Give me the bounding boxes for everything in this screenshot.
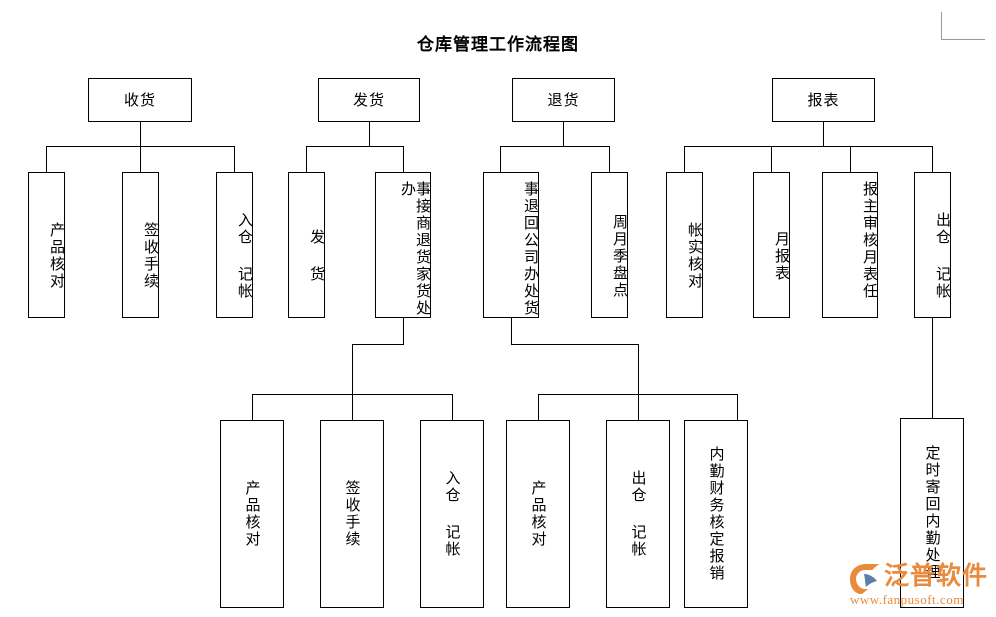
node-receiving-check[interactable]: 产品核对 bbox=[28, 172, 66, 318]
connector-shipping-stem bbox=[369, 122, 370, 146]
node-reports-approval[interactable]: 报主审核月表任 bbox=[822, 172, 879, 318]
node-label: 签收手续 bbox=[142, 222, 160, 290]
node-cr-check[interactable]: 产品核对 bbox=[506, 420, 570, 608]
node-label: 产品核对 bbox=[529, 480, 548, 548]
connector-mr-drop-1 bbox=[252, 394, 253, 420]
connector-mr-drop-3 bbox=[452, 394, 453, 420]
connector-returns-drop-2 bbox=[609, 146, 610, 172]
node-label: 定时寄回内勤处理 bbox=[923, 445, 942, 581]
connector-receiving-drop-2 bbox=[140, 146, 141, 172]
node-rm-mail[interactable]: 定时寄回内勤处理 bbox=[900, 418, 964, 608]
connector-reports-drop-4 bbox=[932, 146, 933, 172]
node-mr-instore[interactable]: 入仓 记帐 bbox=[420, 420, 484, 608]
node-shipping-merchant-return[interactable]: 事接商退货家货处办 bbox=[375, 172, 432, 318]
node-label: 报主审核月表任 bbox=[861, 181, 879, 300]
connector-shipping-bus bbox=[306, 146, 404, 147]
node-label: 出仓 记帐 bbox=[934, 212, 952, 300]
node-label: 事退回公司办处货 bbox=[522, 181, 540, 317]
page-title: 仓库管理工作流程图 bbox=[417, 35, 579, 55]
node-receiving-instore[interactable]: 入仓 记帐 bbox=[216, 172, 254, 318]
node-label: 发 货 bbox=[308, 229, 326, 283]
node-reports-reconcile[interactable]: 帐实核对 bbox=[666, 172, 704, 318]
node-receiving[interactable]: 收货 bbox=[88, 78, 192, 122]
node-label: 事接商退货家货处办 bbox=[399, 181, 432, 317]
connector-shipping-drop-2 bbox=[403, 146, 404, 172]
node-label: 出仓 记帐 bbox=[629, 470, 648, 558]
node-returns-to-company[interactable]: 事退回公司办处货 bbox=[483, 172, 540, 318]
node-label: 内勤财务核定报销 bbox=[707, 446, 726, 582]
connector-receiving-drop-1 bbox=[46, 146, 47, 172]
node-label: 帐实核对 bbox=[686, 222, 704, 290]
connector-reports-drop-2 bbox=[771, 146, 772, 172]
connector-receiving-stem bbox=[140, 122, 141, 146]
connector-shipping-drop-1 bbox=[306, 146, 307, 172]
connector-mr-stem-down bbox=[403, 318, 404, 344]
node-label: 入仓 记帐 bbox=[443, 470, 462, 558]
connector-receiving-drop-3 bbox=[234, 146, 235, 172]
node-label: 产品核对 bbox=[48, 222, 66, 290]
connector-mr-stem-left bbox=[352, 344, 404, 345]
node-reports[interactable]: 报表 bbox=[772, 78, 875, 122]
node-label: 入仓 记帐 bbox=[236, 212, 254, 300]
node-returns[interactable]: 退货 bbox=[512, 78, 615, 122]
connector-reports-drop-1 bbox=[684, 146, 685, 172]
node-reports-monthly[interactable]: 月报表 bbox=[753, 172, 791, 318]
node-receiving-signoff[interactable]: 签收手续 bbox=[122, 172, 160, 318]
node-shipping[interactable]: 发货 bbox=[318, 78, 420, 122]
node-reports-outstore[interactable]: 出仓 记帐 bbox=[914, 172, 952, 318]
node-mr-check[interactable]: 产品核对 bbox=[220, 420, 284, 608]
node-cr-finance[interactable]: 内勤财务核定报销 bbox=[684, 420, 748, 608]
node-mr-signoff[interactable]: 签收手续 bbox=[320, 420, 384, 608]
node-label: 签收手续 bbox=[343, 480, 362, 548]
node-shipping-ship[interactable]: 发 货 bbox=[288, 172, 326, 318]
page-corner-guide bbox=[941, 12, 985, 40]
fanpu-logo-icon bbox=[850, 564, 879, 594]
connector-mr-drop-2 bbox=[352, 394, 353, 420]
connector-returns-drop-1 bbox=[500, 146, 501, 172]
connector-rm-stem bbox=[932, 318, 933, 418]
connector-cr-stem-right bbox=[511, 344, 639, 345]
connector-returns-stem bbox=[563, 122, 564, 146]
node-label: 周月季盘点 bbox=[611, 213, 629, 299]
connector-reports-drop-3 bbox=[850, 146, 851, 172]
connector-cr-stem-down bbox=[511, 318, 512, 344]
node-label: 产品核对 bbox=[243, 480, 262, 548]
connector-cr-drop-2 bbox=[638, 394, 639, 420]
node-label: 月报表 bbox=[773, 230, 791, 282]
connector-returns-bus bbox=[500, 146, 610, 147]
node-returns-stocktake[interactable]: 周月季盘点 bbox=[591, 172, 629, 318]
connector-reports-stem bbox=[823, 122, 824, 146]
connector-mr-stem-down2 bbox=[352, 344, 353, 394]
connector-cr-drop-3 bbox=[737, 394, 738, 420]
connector-cr-stem-down2 bbox=[638, 344, 639, 394]
connector-cr-drop-1 bbox=[538, 394, 539, 420]
connector-reports-bus bbox=[684, 146, 933, 147]
node-cr-outstore[interactable]: 出仓 记帐 bbox=[606, 420, 670, 608]
